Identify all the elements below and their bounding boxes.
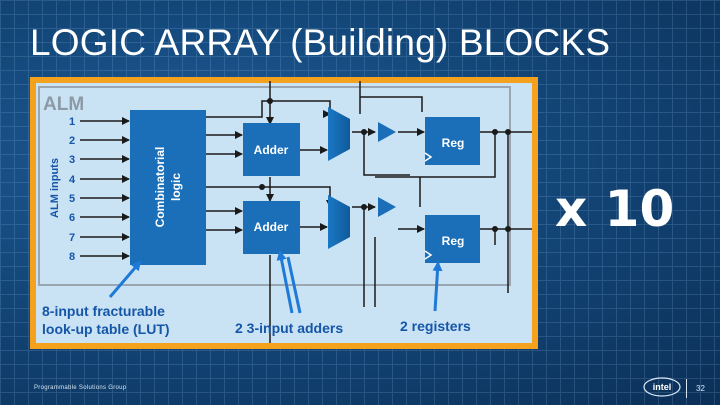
input-number: 1 (69, 116, 75, 128)
alm-inputs-label: ALM inputs (49, 158, 61, 218)
alm-boundary (38, 86, 511, 286)
alm-diagram-svg: ALM ALM inputs 1 2 3 4 5 6 7 8 Combinato… (36, 81, 532, 343)
caption-registers: 2 registers (400, 318, 471, 334)
input-number: 5 (69, 193, 75, 205)
multiplier-label: x 10 (555, 180, 675, 238)
buffer-bottom (378, 197, 396, 217)
alm-label: ALM (43, 94, 84, 115)
slide-title: LOGIC ARRAY (Building) BLOCKS (30, 22, 611, 63)
input-number: 3 (69, 154, 75, 166)
alm-diagram: ALM ALM inputs 1 2 3 4 5 6 7 8 Combinato… (30, 77, 538, 349)
adder-bottom-label: Adder (254, 220, 289, 234)
adder-top-block (243, 123, 300, 176)
mux-top (328, 107, 350, 161)
input-arrows: 1 2 3 4 5 6 7 8 (69, 116, 130, 263)
input-number: 7 (69, 232, 75, 244)
buffer-top (378, 122, 396, 142)
reg-top-label: Reg (442, 136, 465, 150)
logo-text: intel (653, 382, 672, 392)
clock-marker-bottom (424, 250, 433, 260)
reg-bottom-label: Reg (442, 234, 465, 248)
lut-block (130, 110, 206, 265)
caption-lut-line1: 8-input fracturable (42, 303, 165, 319)
page-number: 32 (696, 384, 705, 393)
caption-lut-line2: look-up table (LUT) (42, 321, 170, 337)
intel-logo: intel (642, 376, 682, 398)
adder-top-label: Adder (254, 143, 289, 157)
logo-separator (686, 379, 687, 398)
reg-bottom-block (425, 215, 480, 263)
lut-label-line1: Combinatorial (153, 147, 167, 228)
lut-label-line2: logic (169, 173, 183, 201)
clock-marker-top (424, 152, 433, 162)
junction-dots (259, 98, 511, 232)
reg-top-block (425, 117, 480, 165)
input-number: 6 (69, 212, 75, 224)
caption-adders: 2 3-input adders (235, 320, 343, 336)
wiring (206, 81, 532, 343)
input-number: 4 (69, 174, 76, 186)
callout-arrows (108, 250, 443, 314)
input-number: 8 (69, 251, 75, 263)
mux-bottom (328, 195, 350, 249)
footer-text: Programmable Solutions Group (34, 385, 127, 391)
adder-bottom-block (243, 201, 300, 254)
input-number: 2 (69, 135, 75, 147)
